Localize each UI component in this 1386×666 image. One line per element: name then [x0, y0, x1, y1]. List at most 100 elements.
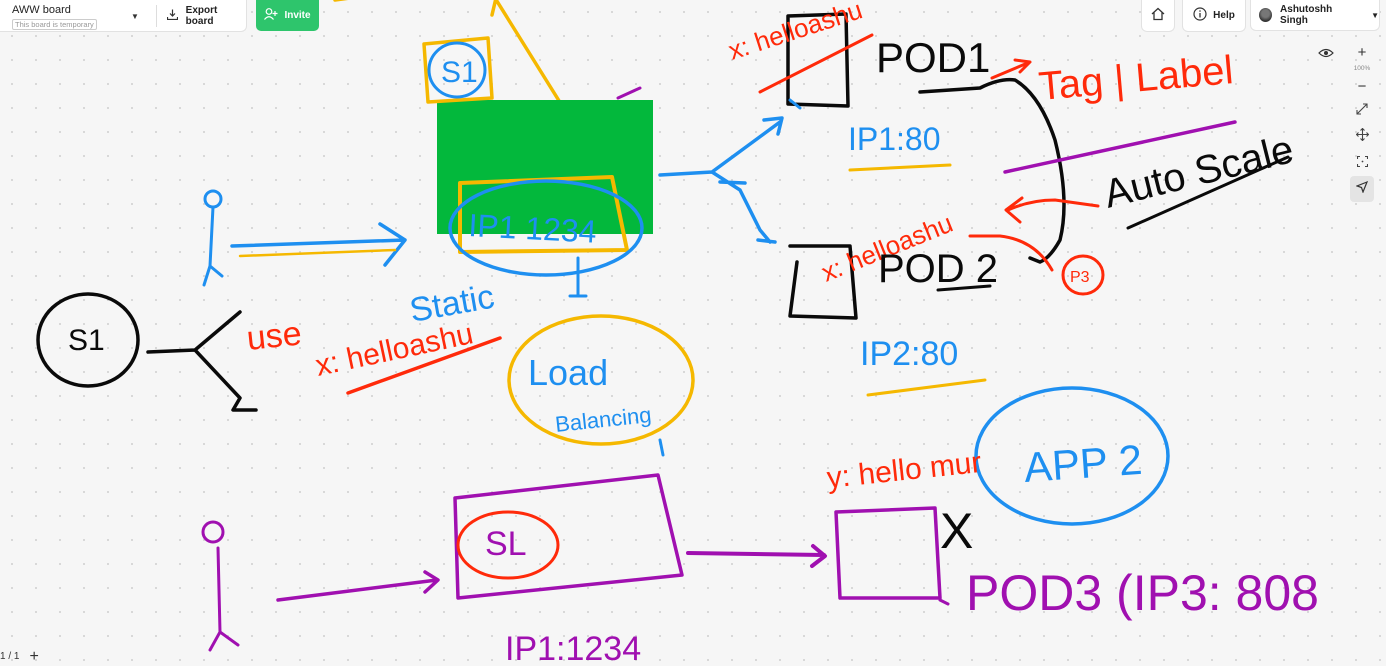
zoom-level: 100% [1353, 65, 1371, 72]
ip1-80-underline [848, 163, 952, 172]
purple-tick [616, 86, 642, 100]
user-menu-button[interactable]: Ashutoshh Singh ▼ [1250, 0, 1380, 31]
invite-button[interactable]: Invite [256, 0, 319, 31]
red-underline-left [346, 336, 502, 395]
view-mode-button[interactable] [1316, 44, 1336, 64]
app2-circle [974, 386, 1170, 526]
board-selector[interactable]: AWW board This board is temporary ▼ [0, 0, 149, 31]
help-label: Help [1213, 10, 1235, 21]
info-icon [1193, 7, 1207, 24]
bottom-arrow [276, 570, 440, 602]
user-name: Ashutoshh Singh [1280, 4, 1333, 26]
s1-top-circle [427, 41, 487, 99]
x-mark-label: X [940, 503, 973, 559]
ip2-80-underline [866, 378, 987, 397]
user-figure-body [202, 205, 224, 287]
purple-service-box [453, 473, 684, 600]
pod2-label: POD 2 [878, 247, 998, 291]
ip-gold-box [458, 175, 629, 254]
zoom-toolbar: + 100% − [1348, 40, 1376, 202]
s1-left-label: S1 [68, 324, 105, 357]
bottom-figure-head [201, 520, 225, 544]
auto-scale-underline [1126, 155, 1290, 230]
fit-to-screen-button[interactable] [1350, 98, 1374, 124]
p3-arrow [968, 234, 1054, 272]
navigation-arrow-icon [1355, 180, 1369, 198]
select-area-button[interactable] [1350, 150, 1374, 176]
zoom-out-button[interactable]: − [1350, 74, 1374, 98]
ip1-80-label: IP1:80 [848, 121, 941, 157]
pod3-box [834, 506, 942, 600]
load-label: Load [528, 352, 608, 393]
avatar [1259, 8, 1273, 22]
use-label: use [245, 314, 303, 358]
minus-icon: − [1357, 77, 1367, 95]
focus-icon [1356, 154, 1368, 172]
pod2-box [788, 244, 858, 320]
add-user-icon [264, 8, 278, 23]
pan-tool-button[interactable] [1350, 124, 1374, 150]
s1-left-circle [36, 292, 140, 388]
gold-arrow-top [333, 0, 568, 114]
expand-icon [1356, 102, 1368, 120]
chevron-down-icon[interactable]: ▼ [131, 12, 139, 21]
x-hello-top-label: x: helloashu [725, 0, 866, 66]
board-toolbar: AWW board This board is temporary ▼ Expo… [0, 0, 247, 32]
app2-label: APP 2 [1022, 436, 1143, 491]
balancing-label: Balancing [554, 402, 653, 437]
pod3-label: POD3 (IP3: 808 [966, 565, 1319, 621]
download-icon [166, 9, 178, 23]
pointer-tool-button[interactable] [1350, 176, 1374, 202]
export-board-label: Export board [185, 4, 218, 27]
pod1-blue-hook [788, 98, 802, 110]
move-icon [1355, 127, 1369, 146]
user-figure-head [203, 189, 223, 209]
s1-top-box [422, 36, 494, 104]
sl-label: SL [485, 525, 527, 563]
s1-left-branch [146, 310, 258, 412]
sl-circle [456, 510, 560, 580]
add-page-button[interactable]: + [29, 647, 39, 665]
plus-icon: + [1357, 43, 1367, 61]
user-arrow-gold [238, 248, 397, 258]
x-hello-left-label: x: helloashu [313, 317, 476, 383]
load-balancing-circle [507, 314, 695, 446]
board-title: AWW board [12, 4, 71, 16]
pod1-label: POD1 [876, 34, 990, 81]
auto-scale-label: Auto Scale [1100, 127, 1298, 216]
purple-connector [686, 544, 827, 568]
purple-divider [1003, 120, 1237, 174]
p3-label: P3 [1070, 269, 1090, 286]
pod-connector [918, 77, 1066, 264]
service-rect [437, 100, 653, 234]
pod1-red-slash [758, 33, 874, 94]
pod2-underline [936, 284, 992, 292]
eye-icon [1318, 45, 1334, 63]
bottom-figure-body [208, 546, 240, 652]
export-board-button[interactable]: Export board [157, 5, 246, 27]
zoom-in-button[interactable]: + [1350, 40, 1374, 64]
load-tail [658, 438, 665, 457]
p3-circle [1061, 254, 1105, 296]
ip-blue-ellipse [448, 179, 644, 277]
fork-arrows [658, 116, 784, 244]
y-hello-label: y: hello mur [825, 446, 983, 495]
pod1-box [786, 12, 850, 108]
load-arrow [568, 256, 588, 298]
toolbar-divider [155, 4, 157, 27]
home-icon [1151, 7, 1165, 24]
tag-label-text: Tag | Label [1037, 48, 1235, 109]
auto-scale-arrow [1004, 196, 1100, 224]
tag-arrow [990, 58, 1032, 80]
ip1-1234-bottom-label: IP1:1234 [505, 630, 641, 666]
help-button[interactable]: Help [1182, 0, 1246, 32]
page-number: 1 / 1 [0, 651, 20, 662]
invite-label: Invite [284, 10, 311, 21]
s1-top-label: S1 [441, 56, 478, 89]
page-indicator: 1 / 1 + [0, 647, 39, 666]
ip2-80-label: IP2:80 [860, 335, 958, 373]
home-button[interactable] [1141, 0, 1175, 32]
ip1234-label: IP1 1234 [468, 207, 598, 250]
chevron-down-icon: ▼ [1371, 10, 1379, 20]
